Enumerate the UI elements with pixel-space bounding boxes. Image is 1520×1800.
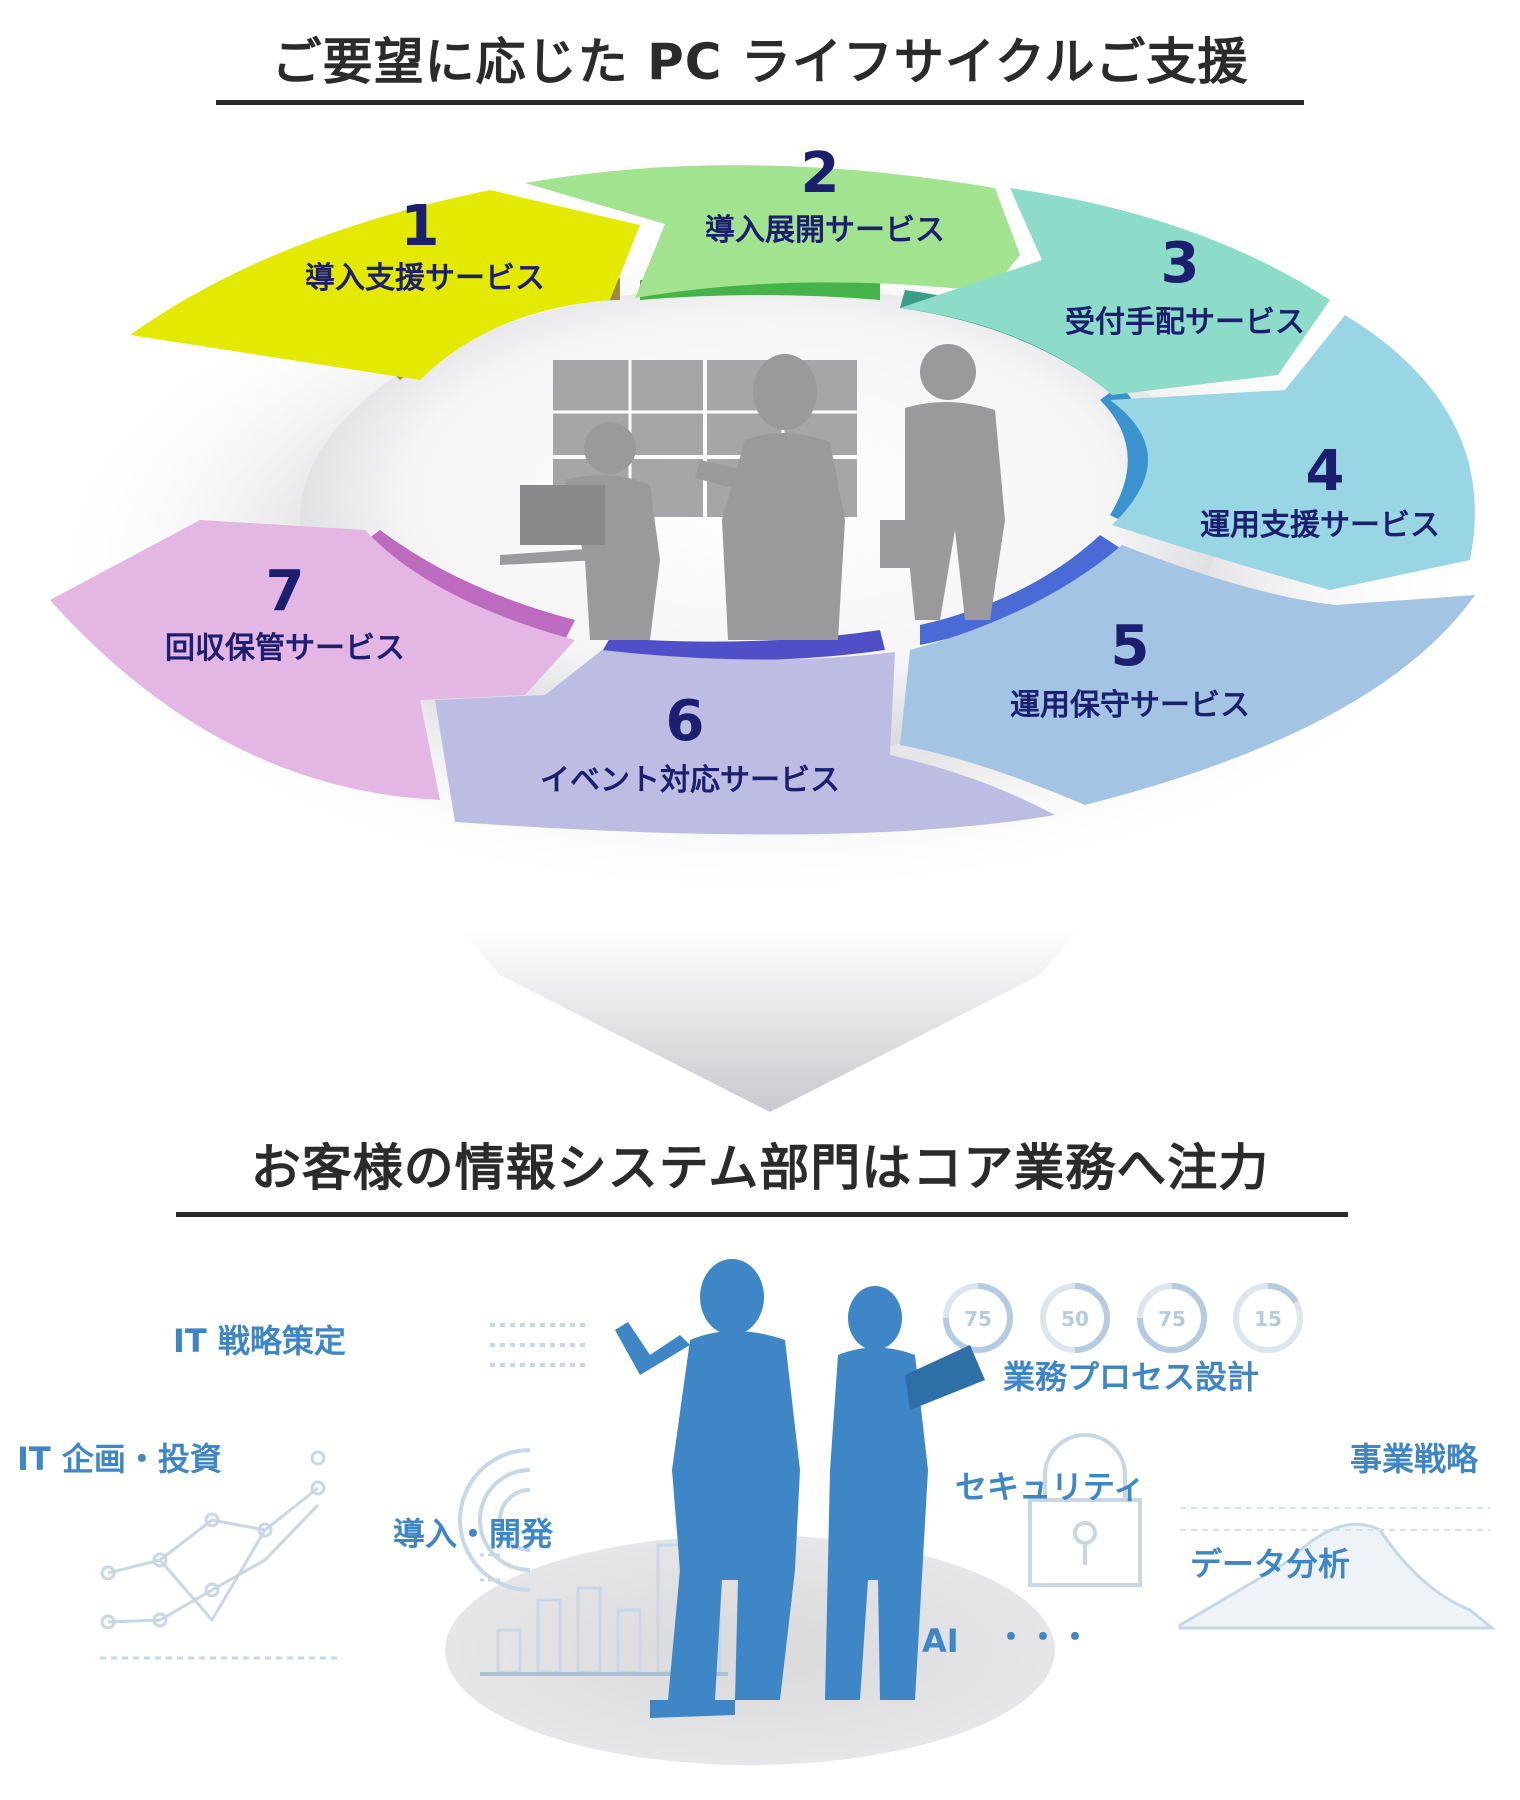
segment-6-number: 6 (666, 689, 705, 754)
segment-4-number: 4 (1306, 439, 1345, 504)
line-graph-icon (100, 1450, 340, 1660)
businessman-thumbs-up-icon (615, 1259, 800, 1718)
area-chart-icon (1178, 1507, 1497, 1630)
segment-4 (1110, 315, 1475, 590)
segment-7-number: 7 (266, 559, 305, 624)
segment-1-number: 1 (401, 194, 440, 259)
dial-value-1: 75 (964, 1307, 992, 1331)
padlock-icon (1028, 1433, 1142, 1587)
dial-value-4: 15 (1254, 1307, 1282, 1331)
down-arrow-icon (460, 928, 1080, 1112)
page-title: ご要望に応じた PC ライフサイクルご支援 (271, 33, 1249, 91)
segment-2-label: 導入展開サービス (705, 213, 945, 248)
task-more: ・・・ (995, 1618, 1091, 1656)
engineer-silhouette-icon (500, 422, 660, 640)
segment-7 (50, 520, 575, 800)
task-biz-strategy: 事業戦略 (1350, 1440, 1479, 1478)
segment-5-number: 5 (1111, 614, 1150, 679)
rim-band-6 (600, 630, 885, 661)
core-team-silhouettes (615, 1259, 985, 1718)
support-staff-silhouettes (500, 344, 1005, 640)
segment-5 (900, 545, 1475, 805)
section-underline (176, 1212, 1348, 1217)
task-data: データ分析 (1190, 1545, 1350, 1583)
segment-3-label: 受付手配サービス (1065, 305, 1305, 340)
businessman-silhouette-icon (880, 344, 1005, 620)
segment-3 (900, 188, 1330, 395)
segment-5-label: 運用保守サービス (1010, 688, 1250, 723)
segment-3-number: 3 (1161, 231, 1200, 296)
task-dev: 導入・開発 (393, 1515, 554, 1553)
dial-value-3: 75 (1158, 1307, 1186, 1331)
task-it-planning: IT 企画・投資 (17, 1440, 222, 1478)
task-process: 業務プロセス設計 (1003, 1358, 1259, 1396)
task-ai: AI (922, 1622, 959, 1660)
operator-silhouette-icon (695, 354, 845, 640)
dial-value-2: 50 (1061, 1307, 1089, 1331)
segment-7-label: 回収保管サービス (165, 631, 405, 666)
task-it-strategy: IT 戦略策定 (173, 1322, 346, 1360)
segment-4-label: 運用支援サービス (1200, 508, 1440, 543)
segment-1 (130, 190, 640, 380)
section-title: お客様の情報システム部門はコア業務へ注力 (250, 1139, 1270, 1197)
radar-icon (458, 1323, 590, 1592)
title-underline (216, 100, 1304, 105)
task-security: セキュリティ (955, 1468, 1145, 1506)
segment-6-label: イベント対応サービス (540, 763, 840, 798)
segment-6 (435, 650, 1055, 835)
dial-gauges (943, 1282, 1303, 1353)
segment-2-number: 2 (801, 141, 840, 206)
rim-band-7 (360, 530, 575, 640)
segment-2 (525, 165, 1020, 298)
businessman-laptop-icon (825, 1286, 985, 1700)
segment-1-label: 導入支援サービス (305, 261, 545, 296)
